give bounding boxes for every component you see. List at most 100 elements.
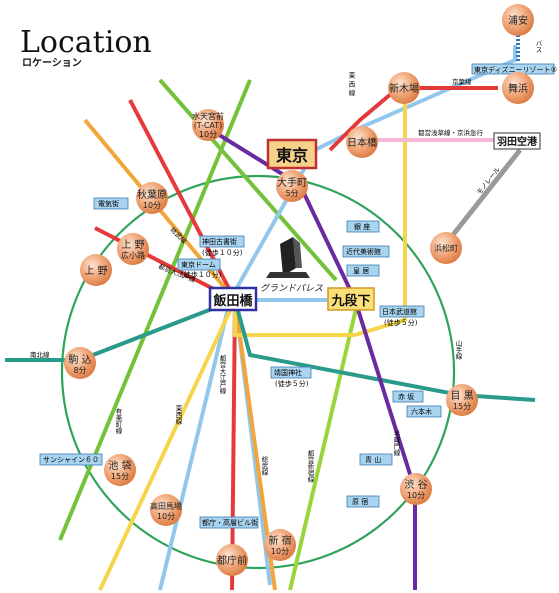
svg-text:(徒歩１０分): (徒歩１０分) xyxy=(181,270,222,279)
svg-text:渋 谷: 渋 谷 xyxy=(404,478,427,491)
page-title: Location xyxy=(20,25,152,60)
label-sobu-lower: 総武線 xyxy=(260,455,268,476)
station-shibuya[interactable]: 渋 谷 10分 xyxy=(400,473,432,505)
station-maihama[interactable]: 舞浜 xyxy=(502,72,534,104)
svg-text:東京ドーム: 東京ドーム xyxy=(181,260,216,269)
landmark-tocho-building: 都庁・高層ビル街 xyxy=(199,516,259,529)
landmark-yasukuni: 靖国神社 (徒歩５分) xyxy=(270,366,312,388)
svg-text:上 野: 上 野 xyxy=(121,239,144,251)
landmark-ginza: 銀 座 xyxy=(346,220,380,233)
hotel-grand-palace: グランドパレス xyxy=(260,237,323,294)
svg-text:新 宿: 新 宿 xyxy=(268,534,291,547)
yurakucho-line xyxy=(98,299,237,591)
station-urayasu[interactable]: 浦安 xyxy=(502,4,534,36)
label-yamanote: 山手線 xyxy=(454,339,462,360)
svg-text:近代美術館: 近代美術館 xyxy=(346,247,381,256)
station-nihonbashi[interactable]: 日本橋 xyxy=(346,126,378,158)
station-akihabara[interactable]: 秋葉原 10分 xyxy=(136,182,168,214)
svg-text:5分: 5分 xyxy=(285,189,298,198)
svg-text:日本橋: 日本橋 xyxy=(347,136,377,149)
svg-text:(徒歩５分): (徒歩５分) xyxy=(275,379,309,388)
svg-text:都庁・高層ビル街: 都庁・高層ビル街 xyxy=(202,518,258,527)
landmark-budokan: 日本武道館 (徒歩５分) xyxy=(379,305,425,327)
svg-text:(徒歩５分): (徒歩５分) xyxy=(384,318,418,327)
label-yurakucho: 有楽町線 xyxy=(114,407,122,435)
station-takadanobaba[interactable]: 高田馬場 10分 xyxy=(150,494,182,526)
svg-text:皇 居: 皇 居 xyxy=(353,266,369,275)
svg-text:原 宿: 原 宿 xyxy=(352,497,368,506)
label-oedo-lower: 都営大江戸線 xyxy=(218,355,226,395)
station-otemachi[interactable]: 大手町 5分 xyxy=(276,170,308,202)
station-ikebukuro[interactable]: 池 袋 15分 xyxy=(104,454,136,486)
station-kudanshita[interactable]: 九段下 xyxy=(327,287,375,311)
page-subtitle: ロケーション xyxy=(22,57,82,69)
svg-text:青 山: 青 山 xyxy=(365,455,381,464)
station-iidabashi[interactable]: 飯田橋 xyxy=(208,286,258,312)
station-suitengumae[interactable]: 水天宮前 (T-CAT) 10分 xyxy=(192,109,224,141)
svg-text:15分: 15分 xyxy=(111,472,129,481)
label-hanzomon: 半蔵門線 xyxy=(392,429,400,457)
svg-text:上 野: 上 野 xyxy=(84,265,107,277)
svg-text:六本木: 六本木 xyxy=(411,407,432,416)
landmark-akasaka: 赤 坂 xyxy=(392,390,424,403)
svg-text:神田古書街: 神田古書街 xyxy=(202,237,237,246)
line-green-diagonal xyxy=(158,78,338,282)
svg-text:都庁前: 都庁前 xyxy=(217,554,247,567)
svg-text:東京: 東京 xyxy=(276,146,308,165)
svg-text:電気街: 電気街 xyxy=(98,199,119,208)
svg-text:浦安: 浦安 xyxy=(508,14,528,27)
station-tochomae[interactable]: 都庁前 xyxy=(216,544,248,576)
svg-text:10分: 10分 xyxy=(199,130,217,139)
svg-text:新木場: 新木場 xyxy=(389,82,419,95)
svg-text:舞浜: 舞浜 xyxy=(508,83,528,95)
label-keiyo: 京葉線 xyxy=(452,77,472,86)
svg-text:日本武道館: 日本武道館 xyxy=(382,307,417,316)
svg-text:高田馬場: 高田馬場 xyxy=(150,501,182,511)
station-komagome[interactable]: 駒 込 8分 xyxy=(64,347,96,379)
station-ueno-hirokoji[interactable]: 上 野 広小路 xyxy=(117,233,149,265)
landmark-kokyo: 皇 居 xyxy=(346,264,380,277)
station-ueno[interactable]: 上 野 xyxy=(80,254,112,286)
svg-text:(徒歩１０分): (徒歩１０分) xyxy=(202,248,243,257)
svg-text:銀 座: 銀 座 xyxy=(354,222,370,231)
landmark-kindai: 近代美術館 xyxy=(342,245,390,258)
station-haneda[interactable]: 羽田空港 xyxy=(493,132,541,150)
svg-text:浜松町: 浜松町 xyxy=(434,243,458,253)
monorail-line xyxy=(443,148,522,247)
landmark-kanda: 神田古書街 (徒歩１０分) xyxy=(199,235,245,257)
landmark-aoyama: 青 山 xyxy=(359,453,393,466)
station-shinkiba[interactable]: 新木場 xyxy=(388,72,420,104)
svg-text:飯田橋: 飯田橋 xyxy=(212,293,253,309)
hotel-building-icon xyxy=(266,237,310,278)
svg-text:サンシャイン６０: サンシャイン６０ xyxy=(43,456,99,464)
label-tozai: 東 西 線 xyxy=(347,71,355,96)
keiyo-line xyxy=(328,86,498,152)
label-asakusa: 都営浅草線・京浜急行 xyxy=(418,128,484,137)
label-tozai-lower: 東西線 xyxy=(174,404,182,425)
landmark-roppongi: 六本木 xyxy=(406,405,442,418)
svg-text:池 袋: 池 袋 xyxy=(108,459,131,472)
station-tokyo[interactable]: 東京 xyxy=(266,138,318,170)
svg-text:広小路: 広小路 xyxy=(121,250,145,260)
svg-text:大手町: 大手町 xyxy=(277,176,307,189)
landmark-tokyo-dome: 東京ドーム (徒歩１０分) xyxy=(177,258,222,279)
hotel-name: グランドパレス xyxy=(260,283,323,294)
station-meguro[interactable]: 目 黒 15分 xyxy=(446,384,478,416)
shinjuku-line xyxy=(288,299,360,591)
landmark-harajuku: 原 宿 xyxy=(346,495,380,508)
station-hamamatsucho[interactable]: 浜松町 xyxy=(430,232,462,264)
landmark-denkigai: 電気街 xyxy=(93,197,129,210)
svg-text:10分: 10分 xyxy=(271,547,289,556)
svg-text:10分: 10分 xyxy=(407,491,425,500)
svg-text:九段下: 九段下 xyxy=(330,293,370,309)
label-bus: バス xyxy=(534,40,542,54)
svg-text:(T-CAT): (T-CAT) xyxy=(194,121,223,130)
svg-text:羽田空港: 羽田空港 xyxy=(497,135,538,148)
sobu-line-east xyxy=(233,85,407,337)
station-shinjuku[interactable]: 新 宿 10分 xyxy=(264,529,296,561)
namboku-line-east xyxy=(233,299,536,402)
label-namboku: 南北線 xyxy=(30,350,50,359)
landmark-sunshine: サンシャイン６０ xyxy=(39,453,103,466)
svg-text:10分: 10分 xyxy=(157,512,175,521)
